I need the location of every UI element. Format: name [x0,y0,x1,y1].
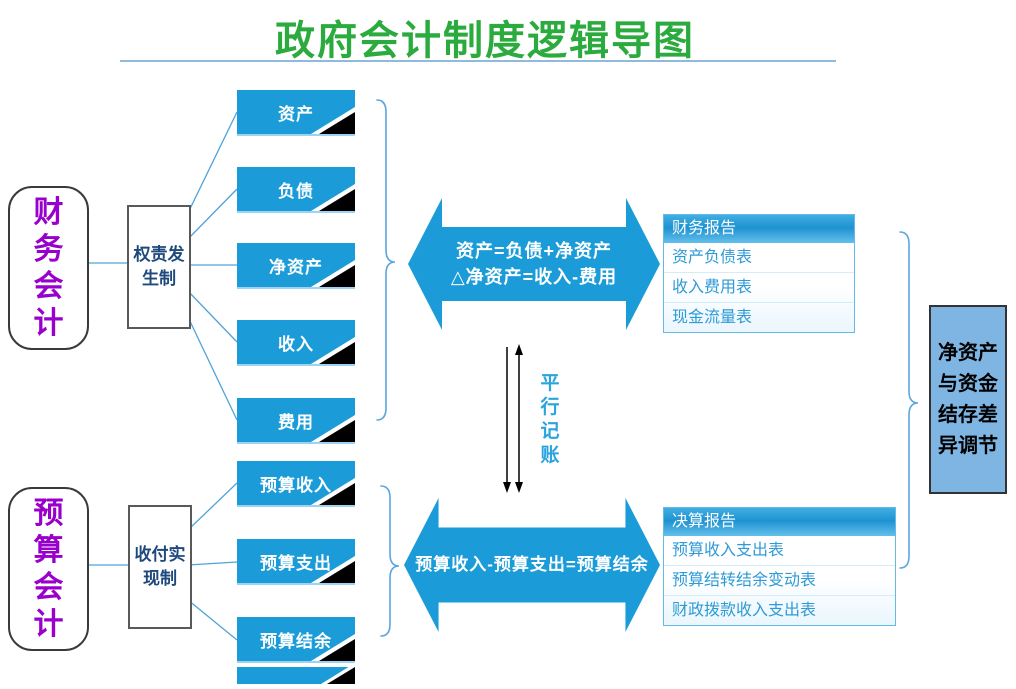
folded-corner [319,639,355,661]
basis-label: 权责发生制 [133,245,185,288]
folded-corner [319,420,355,442]
category-box-financial-accounting: 财务会计 [8,186,89,350]
equation-line1: 资产=负债+净资产 [455,241,613,261]
element-box-net-assets: 净资产 [237,243,355,289]
report-row: 现金流量表 [664,302,854,332]
folded-corner [319,561,355,583]
category-box-budget-accounting: 预算会计 [8,487,89,651]
folded-corner [319,483,355,505]
element-box-budget-balance: 预算结余 [237,617,355,663]
equation-line: 预算收入-预算支出=预算结余 [415,555,649,574]
brace-reports [899,231,919,569]
parallel-booking-label: 平行记账 [540,373,560,466]
basis-label: 收付实现制 [134,545,186,588]
basis-box-cash: 收付实现制 [128,505,192,629]
parallel-arrows [503,344,523,493]
element-box-budget-revenue: 预算收入 [237,461,355,507]
element-box-clipped [237,663,355,684]
element-box-revenue: 收入 [237,320,355,366]
report-row: 财政拨款收入支出表 [664,595,895,625]
category-label: 预算会计 [33,497,64,641]
report-row: 预算收入支出表 [672,542,785,559]
report-header: 决算报告 [664,508,895,536]
financial-report-card: 财务报告 资产负债表 收入费用表 现金流量表 [663,214,855,333]
brace-financial-elements [376,99,396,421]
folded-corner [319,342,355,364]
category-label: 财务会计 [33,196,64,340]
element-box-assets: 资产 [237,90,355,136]
report-row: 收入费用表 [664,272,854,302]
equation-line2: △净资产=收入-费用 [450,267,618,287]
reconciliation-box: 净资产与资金结存差异调节 [929,305,1007,494]
folded-corner [319,112,355,134]
final-accounts-report-card: 决算报告 预算收入支出表 预算结转结余变动表 财政拨款收入支出表 [663,507,896,626]
element-box-expenses: 费用 [237,398,355,444]
page-title: 政府会计制度逻辑导图 [275,19,695,63]
folded-corner [319,189,355,211]
reconciliation-label: 净资产与资金结存差异调节 [938,341,998,457]
double-arrow-budget-equation: 预算收入-预算支出=预算结余 [404,498,660,632]
element-box-budget-expenditure: 预算支出 [237,539,355,585]
report-row: 预算结转结余变动表 [664,565,895,595]
basis-box-accrual: 权责发生制 [127,205,191,329]
double-arrow-financial-equation: 资产=负债+净资产 △净资产=收入-费用 [408,198,660,330]
folded-corner [319,265,355,287]
brace-budget-elements [380,485,400,637]
report-row: 资产负债表 [672,249,753,266]
folded-corner [327,667,355,684]
report-header: 财务报告 [664,215,854,243]
element-box-liabilities: 负债 [237,167,355,213]
